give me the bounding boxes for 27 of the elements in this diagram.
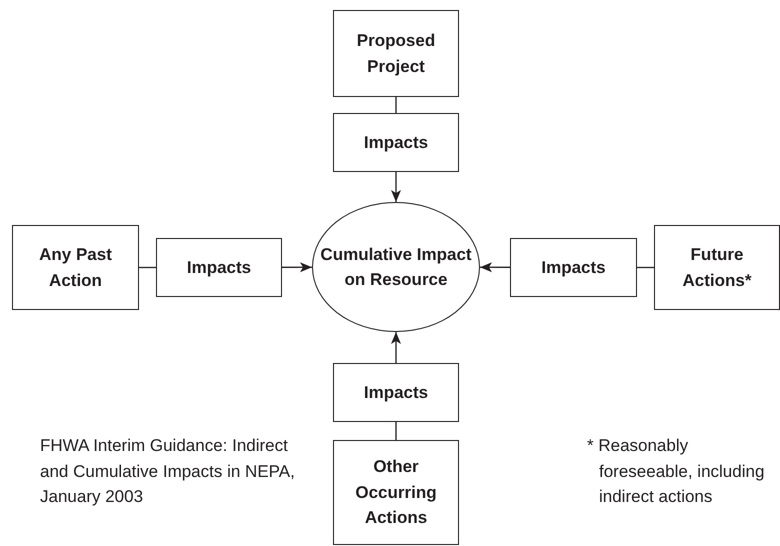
process-box bbox=[156, 238, 282, 297]
node-label: Cumulative Impact on Resource bbox=[319, 244, 473, 291]
arrow bbox=[391, 172, 401, 202]
arrow bbox=[282, 262, 312, 272]
node-label: Impacts bbox=[541, 256, 606, 279]
arrow bbox=[480, 262, 510, 272]
node-label: Impacts bbox=[364, 132, 428, 154]
process-box bbox=[510, 238, 637, 297]
arrow bbox=[391, 332, 401, 363]
node-label: Impacts bbox=[186, 256, 252, 279]
process-box bbox=[333, 363, 459, 422]
node-label: Impacts bbox=[364, 382, 428, 404]
connector-line bbox=[395, 422, 397, 440]
node-label: Future Actions* bbox=[682, 244, 752, 292]
node-label: Proposed Project bbox=[356, 30, 436, 78]
node-label: Other Occurring Actions bbox=[354, 456, 438, 530]
source-note: FHWA Interim Guidance: Indirect and Cumulative Impacts in NEPA, January 2003 bbox=[40, 435, 296, 508]
process-box bbox=[12, 225, 139, 310]
process-box bbox=[333, 113, 459, 172]
connector-line bbox=[139, 266, 156, 268]
connector-line bbox=[395, 97, 397, 113]
connector-line bbox=[637, 266, 654, 268]
process-box bbox=[654, 225, 780, 310]
footnote: * Reasonably foreseeable, including indirect actions bbox=[587, 435, 766, 508]
process-box bbox=[333, 10, 459, 97]
process-box bbox=[333, 440, 459, 545]
node-label: Any Past Action bbox=[38, 244, 113, 292]
